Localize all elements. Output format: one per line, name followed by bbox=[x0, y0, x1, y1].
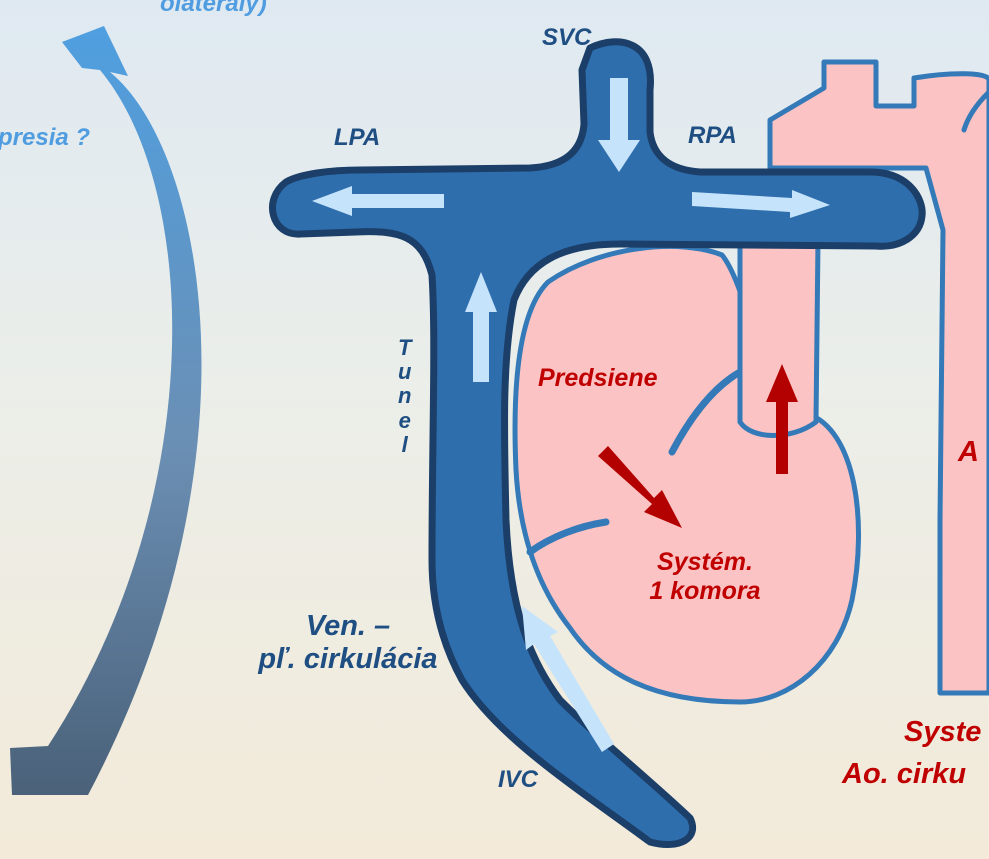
ventricle-label-line2: 1 komora bbox=[640, 577, 770, 606]
ven-circ-line2: pľ. cirkulácia bbox=[228, 643, 468, 676]
tunel-letter: T bbox=[398, 336, 411, 360]
ven-circ-line1: Ven. – bbox=[228, 610, 468, 643]
svc-label: SVC bbox=[542, 24, 591, 52]
ventricle-label: Systém. 1 komora bbox=[640, 548, 770, 606]
lpa-label: LPA bbox=[334, 124, 380, 152]
tunel-letter: l bbox=[402, 433, 408, 457]
atrium-label: Predsiene bbox=[538, 364, 658, 393]
ventricle-label-line1: Systém. bbox=[640, 548, 770, 577]
collateral-label: olaterály) bbox=[160, 0, 267, 18]
systemic-label-line1: Syste bbox=[904, 716, 981, 749]
ivc-label: IVC bbox=[498, 766, 538, 794]
systemic-label-line2: Ao. cirku bbox=[842, 758, 966, 791]
tunel-label: T u n e l bbox=[398, 336, 411, 457]
atresia-label: presia ? bbox=[0, 124, 90, 152]
tunel-letter: e bbox=[399, 409, 411, 433]
rpa-label: RPA bbox=[688, 122, 737, 150]
tunel-letter: u bbox=[398, 360, 411, 384]
venous-pulmonary-circulation-label: Ven. – pľ. cirkulácia bbox=[228, 610, 468, 677]
tunel-letter: n bbox=[398, 384, 411, 408]
aorta-label: A bbox=[958, 436, 979, 469]
